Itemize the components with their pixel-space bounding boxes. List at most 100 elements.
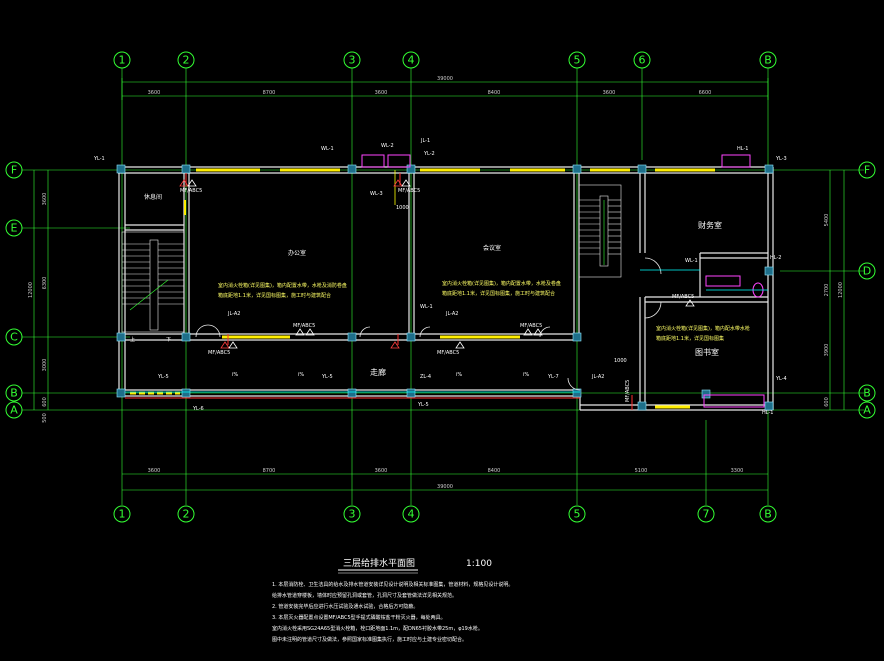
bottom-dim-6: 3300: [731, 468, 744, 474]
svg-text:E: E: [11, 222, 18, 235]
svg-text:D: D: [863, 265, 871, 278]
pipe-tag-yl5b: YL-5: [321, 374, 333, 380]
bottom-dim-2: 8700: [263, 468, 276, 474]
pipe-tag-yl5c: YL-5: [417, 402, 429, 408]
callout-f: 箱底距地1.1米，详见国标图集: [656, 335, 724, 342]
extinguisher-marker: MF/ABC5: [179, 179, 202, 194]
extinguisher-label-5: MF/ABC5: [208, 350, 230, 356]
svg-text:7: 7: [703, 508, 710, 521]
top-dim-5: 3600: [603, 90, 616, 96]
svg-text:3: 3: [349, 508, 356, 521]
room-label-storage: 休息间: [144, 193, 162, 201]
extinguisher-label-7: MF/ABC5: [672, 294, 694, 300]
left-total-dim: 12000: [28, 282, 34, 298]
pipe-tag-jlc: JL-A2: [591, 374, 604, 380]
svg-text:5: 5: [574, 508, 581, 521]
callout-a: 室内消火栓箱(详见图集)，箱内配置水带，水枪及消防卷盘: [218, 282, 347, 289]
pipe-tag-yl3: YL-3: [775, 156, 787, 162]
axis-bubble-bottom-7: 7: [697, 505, 715, 523]
bottom-dimension-chain: 3600 8700 3600 8400 5100 3300 39000: [122, 468, 768, 491]
drawing-scale: 1:100: [466, 559, 492, 569]
fire-extinguisher-markers: MF/ABC5 MF/ABC5 MF/ABC5 MF/ABC5 MF/ABC5 …: [179, 179, 695, 402]
pipe-tag-wl2: WL-2: [381, 143, 394, 149]
room-label-finance: 财务室: [698, 220, 722, 230]
svg-text:B: B: [863, 387, 871, 400]
axis-bubble-left-A: A: [5, 401, 23, 419]
note-line-2: 给排水管道穿楼板，墙体时应预留孔洞或套管，孔洞尺寸及套管做法详见相关规范。: [272, 592, 457, 599]
slope-mark-2: i%: [298, 372, 304, 378]
bottom-dim-5: 5100: [635, 468, 648, 474]
drawing-title: 三层给排水平面图: [343, 557, 415, 569]
extinguisher-marker: MF/ABC5: [520, 323, 543, 336]
axis-bubble-top-6: 6: [633, 51, 651, 69]
pipe-tag-hl1b: HL-1: [762, 410, 773, 416]
extinguisher-label-8: MF/ABC5: [625, 380, 631, 402]
doors: [195, 257, 662, 391]
right-dim-2: 2700: [824, 284, 830, 297]
svg-text:6: 6: [639, 54, 646, 67]
left-dim-4: 600: [42, 397, 48, 407]
svg-text:4: 4: [408, 54, 415, 67]
bottom-dim-1: 3600: [148, 468, 161, 474]
note-line-5: 室内消火栓采用SG24A65型消火栓箱，栓口距地面1.1m，配DN65衬胶水带2…: [272, 625, 483, 632]
dim-small-2: 1000: [614, 358, 627, 364]
pipe-tag-wl1: WL-1: [321, 146, 334, 152]
axis-bubble-bottom-3: 3: [343, 505, 361, 523]
building-walls: [118, 166, 774, 411]
pipe-tag-hl2: HL-2: [770, 255, 781, 261]
right-dim-1: 5400: [824, 214, 830, 227]
pipe-tag-wl3: WL-3: [370, 191, 383, 197]
bottom-axis-bubbles: 1 2 3 4 5 7 B: [113, 505, 777, 523]
top-dim-1: 3600: [148, 90, 161, 96]
svg-text:A: A: [863, 404, 871, 417]
svg-text:A: A: [10, 404, 18, 417]
right-total-dim: 12000: [838, 282, 844, 298]
extinguisher-marker: MF/ABC5: [293, 323, 315, 336]
stair-left-up-label: 上: [130, 336, 135, 343]
svg-text:1: 1: [119, 508, 126, 521]
axis-bubble-left-B: B: [5, 384, 23, 402]
top-dim-4: 8400: [488, 90, 501, 96]
room-label-library: 图书室: [695, 347, 719, 357]
axis-bubble-left-E: E: [5, 219, 23, 237]
pipe-tag-wl1b: WL-1: [685, 258, 698, 264]
svg-text:F: F: [11, 164, 17, 177]
bottom-dim-3: 3600: [375, 468, 388, 474]
axis-bubble-top-2: 2: [177, 51, 195, 69]
right-axis-bubbles: F D B A: [858, 161, 876, 419]
top-axis-bubbles: 1 2 3 4 5 6 B: [113, 51, 777, 69]
extinguisher-label-6: MF/ABC5: [437, 350, 459, 356]
structural-columns: [116, 164, 774, 411]
right-dim-3: 3900: [824, 344, 830, 357]
axis-bubble-bottom-1: 1: [113, 505, 131, 523]
callout-d: 箱底距地1.1米，详见国标图集，施工时与建筑配合: [442, 290, 555, 297]
extinguisher-label-3: MF/ABC5: [293, 323, 315, 329]
pipe-tag-yl5: YL-5: [157, 374, 169, 380]
room-labels: 休息间 办公室 会议室 财务室 图书室 走廊: [144, 193, 722, 377]
note-line-6: 图中未注明的管道尺寸及做法，参照国家标准图集执行，施工时应与土建专业密切配合。: [272, 636, 467, 643]
pipe-tag-yl6: YL-6: [192, 406, 204, 412]
room-label-office: 办公室: [288, 249, 306, 257]
axis-bubble-top-3: 3: [343, 51, 361, 69]
axis-bubble-left-C: C: [5, 328, 23, 346]
room-label-meeting: 会议室: [483, 244, 501, 252]
left-dim-3: 3000: [42, 359, 48, 372]
left-axis-bubbles: F E C B A: [5, 161, 23, 419]
pipe-tag-jla: JL-A2: [227, 311, 240, 317]
left-dimension-chain: 12000 3600 6300 3000 600 500: [28, 170, 49, 423]
axis-bubble-right-D: D: [858, 262, 876, 280]
stair-left-down-label: 下: [166, 337, 171, 343]
pipe-tag-jl1: JL-1: [420, 138, 430, 144]
stair-left: 上 下: [121, 231, 185, 343]
dim-small-1: 1000: [396, 205, 409, 211]
svg-text:B: B: [764, 508, 772, 521]
bottom-total-dim: 39000: [437, 484, 453, 490]
callout-c: 室内消火栓箱(详见图集)，箱内配置水带，水枪及卷盘: [442, 280, 561, 287]
top-dim-2: 8700: [263, 90, 276, 96]
left-dim-2: 6300: [42, 277, 48, 290]
svg-text:2: 2: [183, 508, 190, 521]
axis-bubble-top-B: B: [759, 51, 777, 69]
left-dim-1: 3600: [42, 193, 48, 206]
slope-mark-4: i%: [523, 372, 529, 378]
